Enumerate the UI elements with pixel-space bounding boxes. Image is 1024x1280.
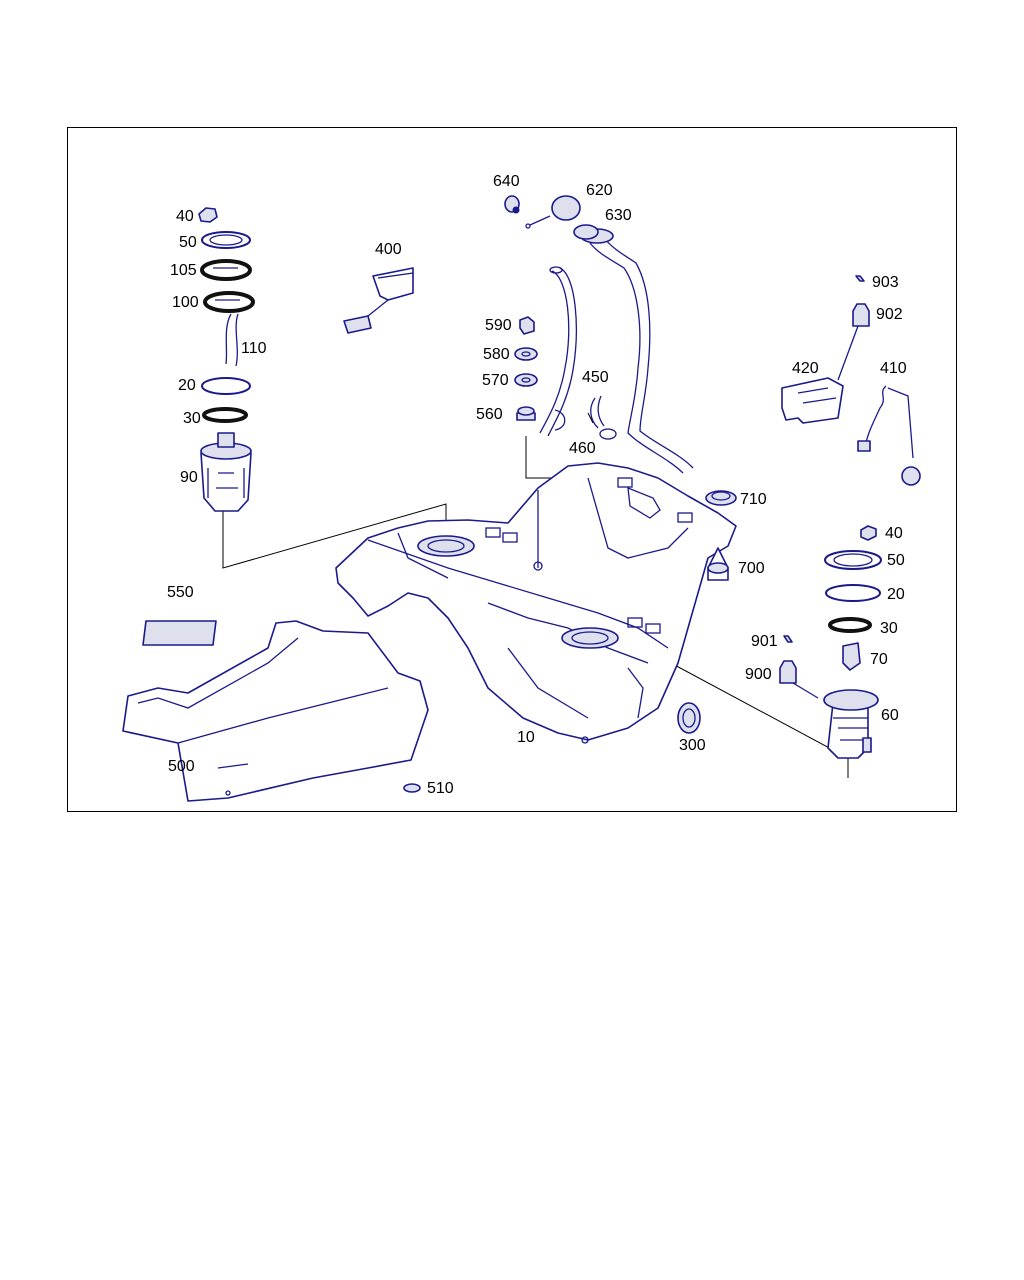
filler-neck-pipe [539, 228, 694, 519]
label-580: 580 [483, 346, 510, 363]
grommet-parts [514, 316, 538, 421]
label-20-right: 20 [887, 586, 905, 603]
right-pump-stack [779, 525, 882, 759]
sensor-parts [781, 275, 921, 486]
pad-550 [142, 620, 217, 646]
label-50-right: 50 [887, 552, 905, 569]
label-40-right: 40 [885, 525, 903, 542]
label-500: 500 [168, 758, 195, 775]
label-110: 110 [241, 340, 267, 357]
label-550: 550 [167, 584, 194, 601]
level-sender-400 [343, 267, 414, 334]
label-410: 410 [880, 360, 907, 377]
label-460: 460 [569, 440, 596, 457]
label-710: 710 [740, 491, 767, 508]
plug-300 [677, 702, 701, 734]
label-900: 900 [745, 666, 772, 683]
label-620: 620 [586, 182, 613, 199]
label-40-left: 40 [176, 208, 194, 225]
label-300: 300 [679, 737, 706, 754]
label-60: 60 [881, 707, 899, 724]
label-630: 630 [605, 207, 632, 224]
label-590: 590 [485, 317, 512, 334]
hose-clamp-parts [554, 395, 617, 440]
label-901: 901 [751, 633, 778, 650]
label-105: 105 [170, 262, 197, 279]
fuel-tank-exploded-view [122, 195, 921, 802]
label-700: 700 [738, 560, 765, 577]
mount-parts [705, 490, 737, 581]
nut-510 [403, 783, 421, 793]
fuel-cap-parts [504, 195, 599, 240]
label-30-right: 30 [880, 620, 898, 637]
diagram-frame: 640 620 630 40 50 105 100 110 20 30 90 4… [67, 127, 957, 812]
label-10: 10 [517, 729, 535, 746]
label-902: 902 [876, 306, 903, 323]
label-70: 70 [870, 651, 888, 668]
label-640: 640 [493, 173, 520, 190]
label-100: 100 [172, 294, 199, 311]
left-pump-stack [198, 207, 255, 512]
label-903: 903 [872, 274, 899, 291]
label-90: 90 [180, 469, 198, 486]
label-570: 570 [482, 372, 509, 389]
heat-shield-500 [122, 620, 429, 802]
label-50-left: 50 [179, 234, 197, 251]
label-420: 420 [792, 360, 819, 377]
fuel-tank-10 [335, 462, 737, 744]
label-400: 400 [375, 241, 402, 258]
label-450: 450 [582, 369, 609, 386]
label-30-left: 30 [183, 410, 201, 427]
label-20-left: 20 [178, 377, 196, 394]
label-560: 560 [476, 406, 503, 423]
label-510: 510 [427, 780, 454, 797]
